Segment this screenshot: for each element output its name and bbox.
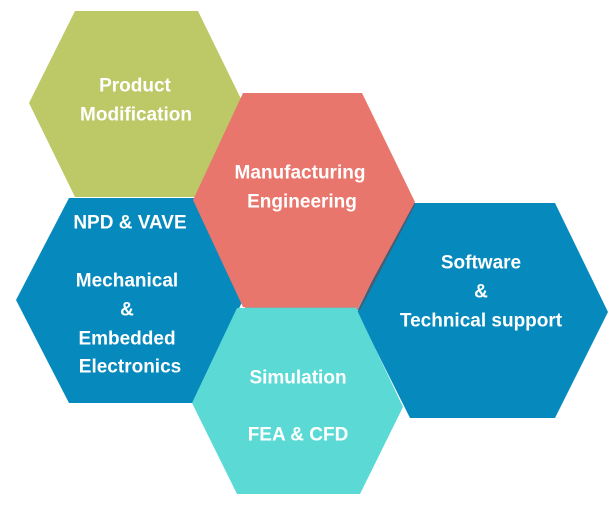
software-line-3: Technical support bbox=[399, 310, 563, 332]
simulation-line-2: FEA & CFD bbox=[247, 424, 349, 446]
product-line-1: Product bbox=[99, 75, 171, 97]
hexagon-software-support bbox=[357, 203, 608, 418]
manufacturing-line-2: Engineering bbox=[247, 191, 357, 213]
hexagon-manufacturing-engineering bbox=[193, 93, 415, 307]
manufacturing-line-1: Manufacturing bbox=[234, 162, 366, 184]
npd-line-2: Mechanical bbox=[75, 270, 179, 292]
hexagon-npd-vave bbox=[16, 198, 243, 403]
product-line-2: Modification bbox=[80, 104, 192, 126]
npd-line-5: Electronics bbox=[78, 356, 182, 378]
hexagon-product-modification bbox=[29, 11, 243, 197]
hexagon-simulation bbox=[192, 308, 403, 494]
software-line-2: & bbox=[474, 281, 488, 303]
npd-line-4: Embedded bbox=[78, 328, 176, 350]
software-line-1: Software bbox=[440, 252, 522, 274]
simulation-line-1: Simulation bbox=[249, 367, 347, 389]
npd-line-3: & bbox=[120, 299, 134, 321]
npd-line-1: NPD & VAVE bbox=[73, 212, 187, 234]
